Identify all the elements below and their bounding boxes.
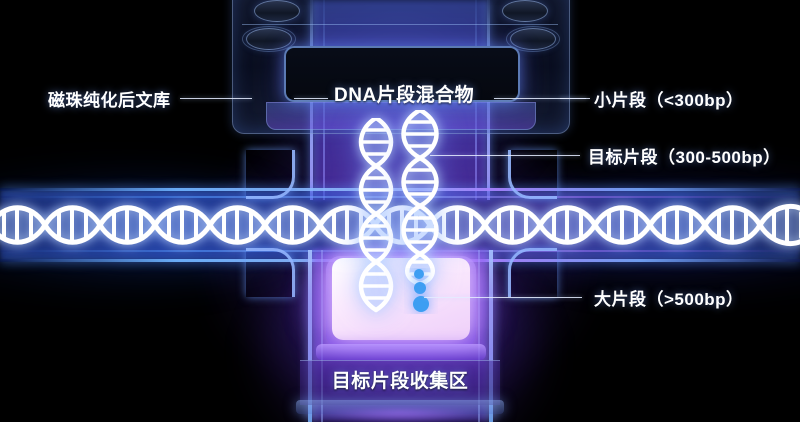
chip-skirt <box>266 102 536 130</box>
well-ring-bottom-left <box>242 26 296 52</box>
dna-fragment-particles <box>413 269 429 312</box>
leader-line-center-left <box>294 98 328 99</box>
channel-edge-top-outer <box>0 188 800 191</box>
leader-line-target-fragment <box>430 155 580 156</box>
leader-line-small-fragment <box>560 98 590 99</box>
junction-corner-top-right <box>508 150 557 199</box>
label-small-fragment: 小片段（<300bp） <box>594 91 744 110</box>
well-bottom-right <box>510 28 556 50</box>
chip-label-plate <box>284 46 520 102</box>
chip-edge-line <box>242 24 558 25</box>
well-ring-bottom-right <box>506 26 560 52</box>
label-purified-library: 磁珠纯化后文库 <box>48 91 171 110</box>
well-bottom-left <box>246 28 292 50</box>
bottom-foot-glow <box>320 410 480 422</box>
label-large-fragment: 大片段（>500bp） <box>594 290 744 309</box>
bottom-label-plate <box>300 360 500 405</box>
well-top-right <box>502 0 548 22</box>
collection-well-base <box>316 344 486 360</box>
junction-corner-bottom-right <box>508 248 557 297</box>
target-fragment-collection-well <box>332 258 470 340</box>
junction-corner-bottom-left <box>246 248 295 297</box>
leader-line-left <box>180 98 252 99</box>
dna-helix-vertical-left <box>358 118 394 313</box>
dna-helix-vertical-right <box>401 110 439 287</box>
label-dna-fragment-mixture: DNA片段混合物 <box>334 85 475 106</box>
label-target-fragment: 目标片段（300-500bp） <box>588 148 781 167</box>
leader-line-center-right <box>494 98 586 99</box>
channel-edge-top-inner <box>0 196 800 198</box>
well-top-left <box>254 0 300 22</box>
glass-microfluidic-chip <box>232 0 570 134</box>
label-collection-zone: 目标片段收集区 <box>331 371 469 392</box>
leader-line-large-fragment <box>424 297 582 298</box>
junction-corner-top-left <box>246 150 295 199</box>
